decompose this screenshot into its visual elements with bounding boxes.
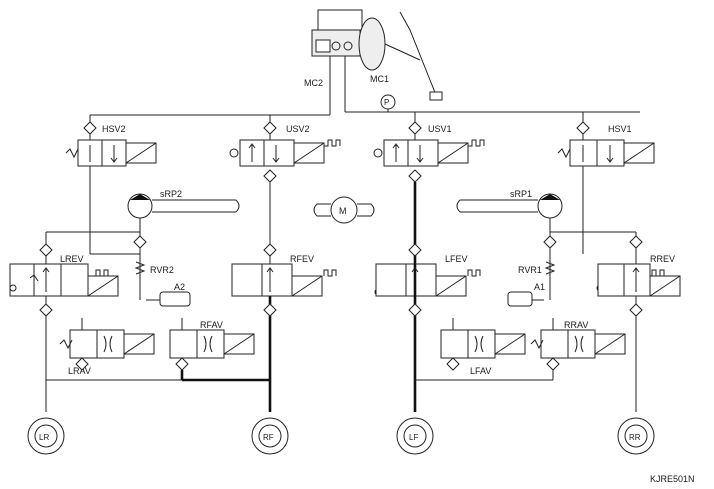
wheel-lr-label: LR: [39, 433, 49, 442]
rvr2-label: RVR2: [150, 265, 174, 275]
usv1-label: USV1: [428, 124, 452, 134]
rvr2-relief-valve: RVR2: [134, 261, 174, 275]
master-cylinder-assembly: MC2 MC1 P: [304, 9, 443, 110]
hsv2-valve: HSV2: [65, 121, 157, 167]
lrav-valve: LRAV: [59, 329, 155, 376]
hsv1-label: HSV1: [608, 124, 632, 134]
rrav-valve: RRAV: [530, 320, 626, 371]
lrev-label: LREV: [60, 254, 84, 264]
wheel-lines: [39, 296, 643, 412]
hsv1-valve: HSV1: [557, 121, 655, 167]
rfev-label: RFEV: [290, 254, 314, 264]
a2-accumulator: A2: [159, 282, 191, 307]
a2-label: A2: [174, 282, 185, 292]
motor: M: [313, 196, 375, 224]
lfav-label: LFAV: [470, 366, 491, 376]
push-rod: [384, 43, 421, 61]
circuit-lines: [45, 166, 637, 301]
usv1-valve: USV1: [373, 121, 485, 183]
rfav-label: RFAV: [200, 320, 223, 330]
lrav-label: LRAV: [68, 366, 91, 376]
pump-srp1: sRP1: [456, 189, 563, 219]
figure-code: KJRE501N: [650, 474, 695, 484]
rfev-valve: RFEV: [231, 254, 337, 297]
srp2-label: sRP2: [160, 189, 182, 199]
a1-accumulator: A1: [507, 282, 545, 307]
mc2-label: MC2: [304, 78, 323, 88]
motor-label: M: [339, 206, 347, 216]
supply-lines: [89, 56, 640, 140]
wheel-rf: RF: [251, 417, 289, 455]
rvr1-relief-valve: RVR1: [518, 261, 556, 275]
svg-text:P: P: [384, 98, 389, 107]
rrav-label: RRAV: [564, 320, 588, 330]
a1-label: A1: [534, 282, 545, 292]
lfav-valve: LFAV: [440, 329, 526, 376]
wheel-rr: RR: [617, 417, 655, 455]
rrev-valve: RREV: [596, 254, 681, 297]
wheel-lr: LR: [27, 417, 65, 455]
rvr1-label: RVR1: [518, 265, 542, 275]
brake-booster: [358, 17, 386, 71]
wheel-rf-label: RF: [263, 433, 274, 442]
usv2-valve: USV2: [229, 121, 341, 183]
wheel-rr-label: RR: [629, 433, 641, 442]
rrev-label: RREV: [650, 254, 675, 264]
rfav-valve: RFAV: [169, 320, 255, 371]
wheel-lf-label: LF: [409, 433, 418, 442]
brake-pedal: [399, 11, 439, 101]
hsv2-label: HSV2: [102, 124, 126, 134]
lfev-valve: LFEV: [374, 254, 481, 297]
wheel-lf: LF: [396, 417, 434, 455]
check-markers: [39, 235, 643, 257]
pump-srp2: sRP2: [127, 189, 240, 219]
usv2-label: USV2: [286, 124, 310, 134]
reservoir: [317, 9, 363, 31]
lfev-label: LFEV: [445, 254, 468, 264]
mc1-label: MC1: [370, 74, 389, 84]
lrev-valve: LREV: [9, 254, 119, 297]
srp1-label: sRP1: [510, 189, 532, 199]
